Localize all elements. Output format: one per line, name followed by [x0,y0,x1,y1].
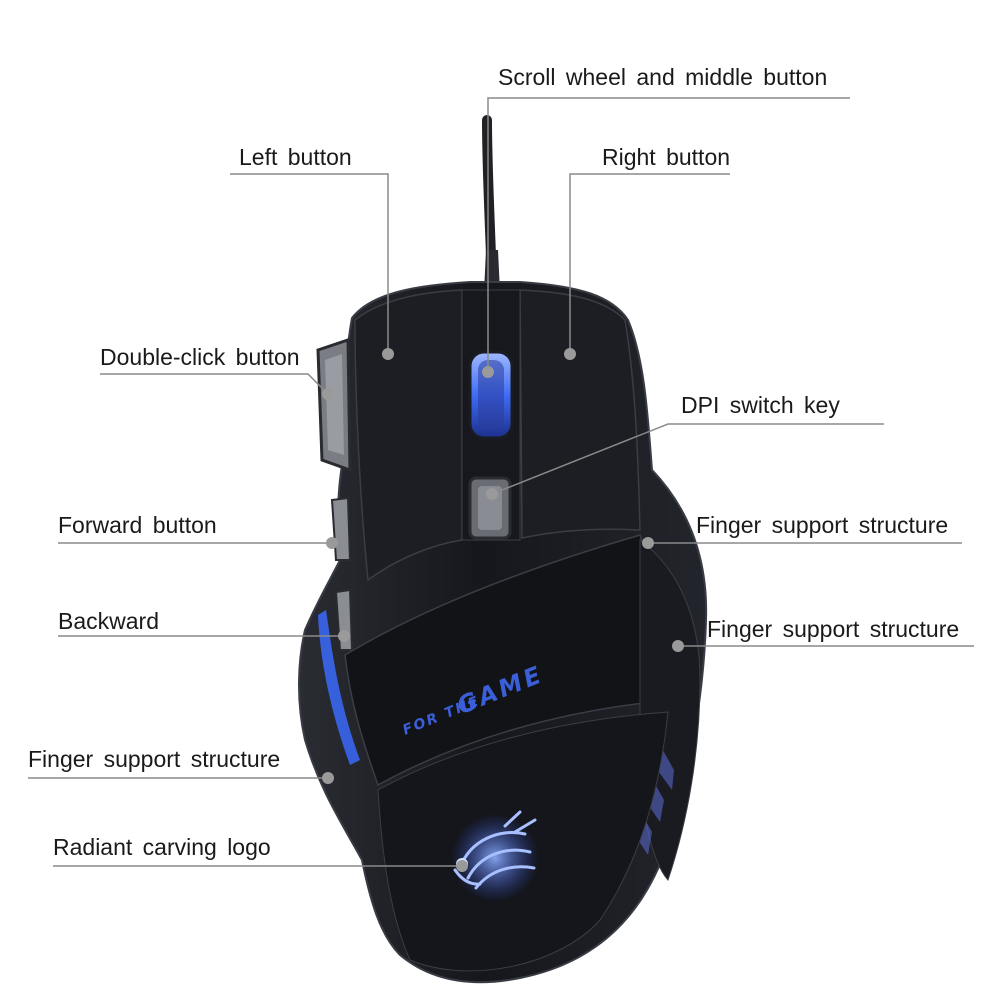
forward-button [330,496,352,561]
callout-right-button: Right button [602,144,731,170]
dot-finger-support-left [322,772,334,784]
dot-left-button [382,348,394,360]
callout-finger-support-left: Finger support structure [28,746,281,772]
dot-backward [338,630,350,642]
dot-radiant-logo [456,860,468,872]
leader-double-click [100,373,327,393]
left-button-panel [354,289,463,582]
callout-forward-button: Forward button [58,512,217,538]
right-button-panel [519,289,641,539]
dot-finger-support-right [672,640,684,652]
dot-forward-button [326,537,338,549]
callout-finger-support-right: Finger support structure [707,616,960,642]
callout-dpi-switch-key: DPI switch key [681,392,840,418]
callout-double-click-button: Double-click button [100,344,300,370]
callout-finger-support-upper: Finger support structure [696,512,949,538]
callout-backward: Backward [58,608,159,634]
callout-scroll-wheel: Scroll wheel and middle button [498,64,828,90]
dot-scroll-wheel [482,366,494,378]
dot-right-button [564,348,576,360]
callout-left-button: Left button [239,144,352,170]
dot-dpi-switch [486,488,498,500]
dot-finger-support-upper [642,537,654,549]
leader-left-button [230,173,389,354]
callout-radiant-carving-logo: Radiant carving logo [53,834,271,860]
leader-right-button [569,173,730,354]
left-light-strip [318,610,360,765]
dot-double-click [322,388,334,400]
leader-scroll-wheel [487,97,850,372]
leader-dpi-switch [491,423,884,495]
